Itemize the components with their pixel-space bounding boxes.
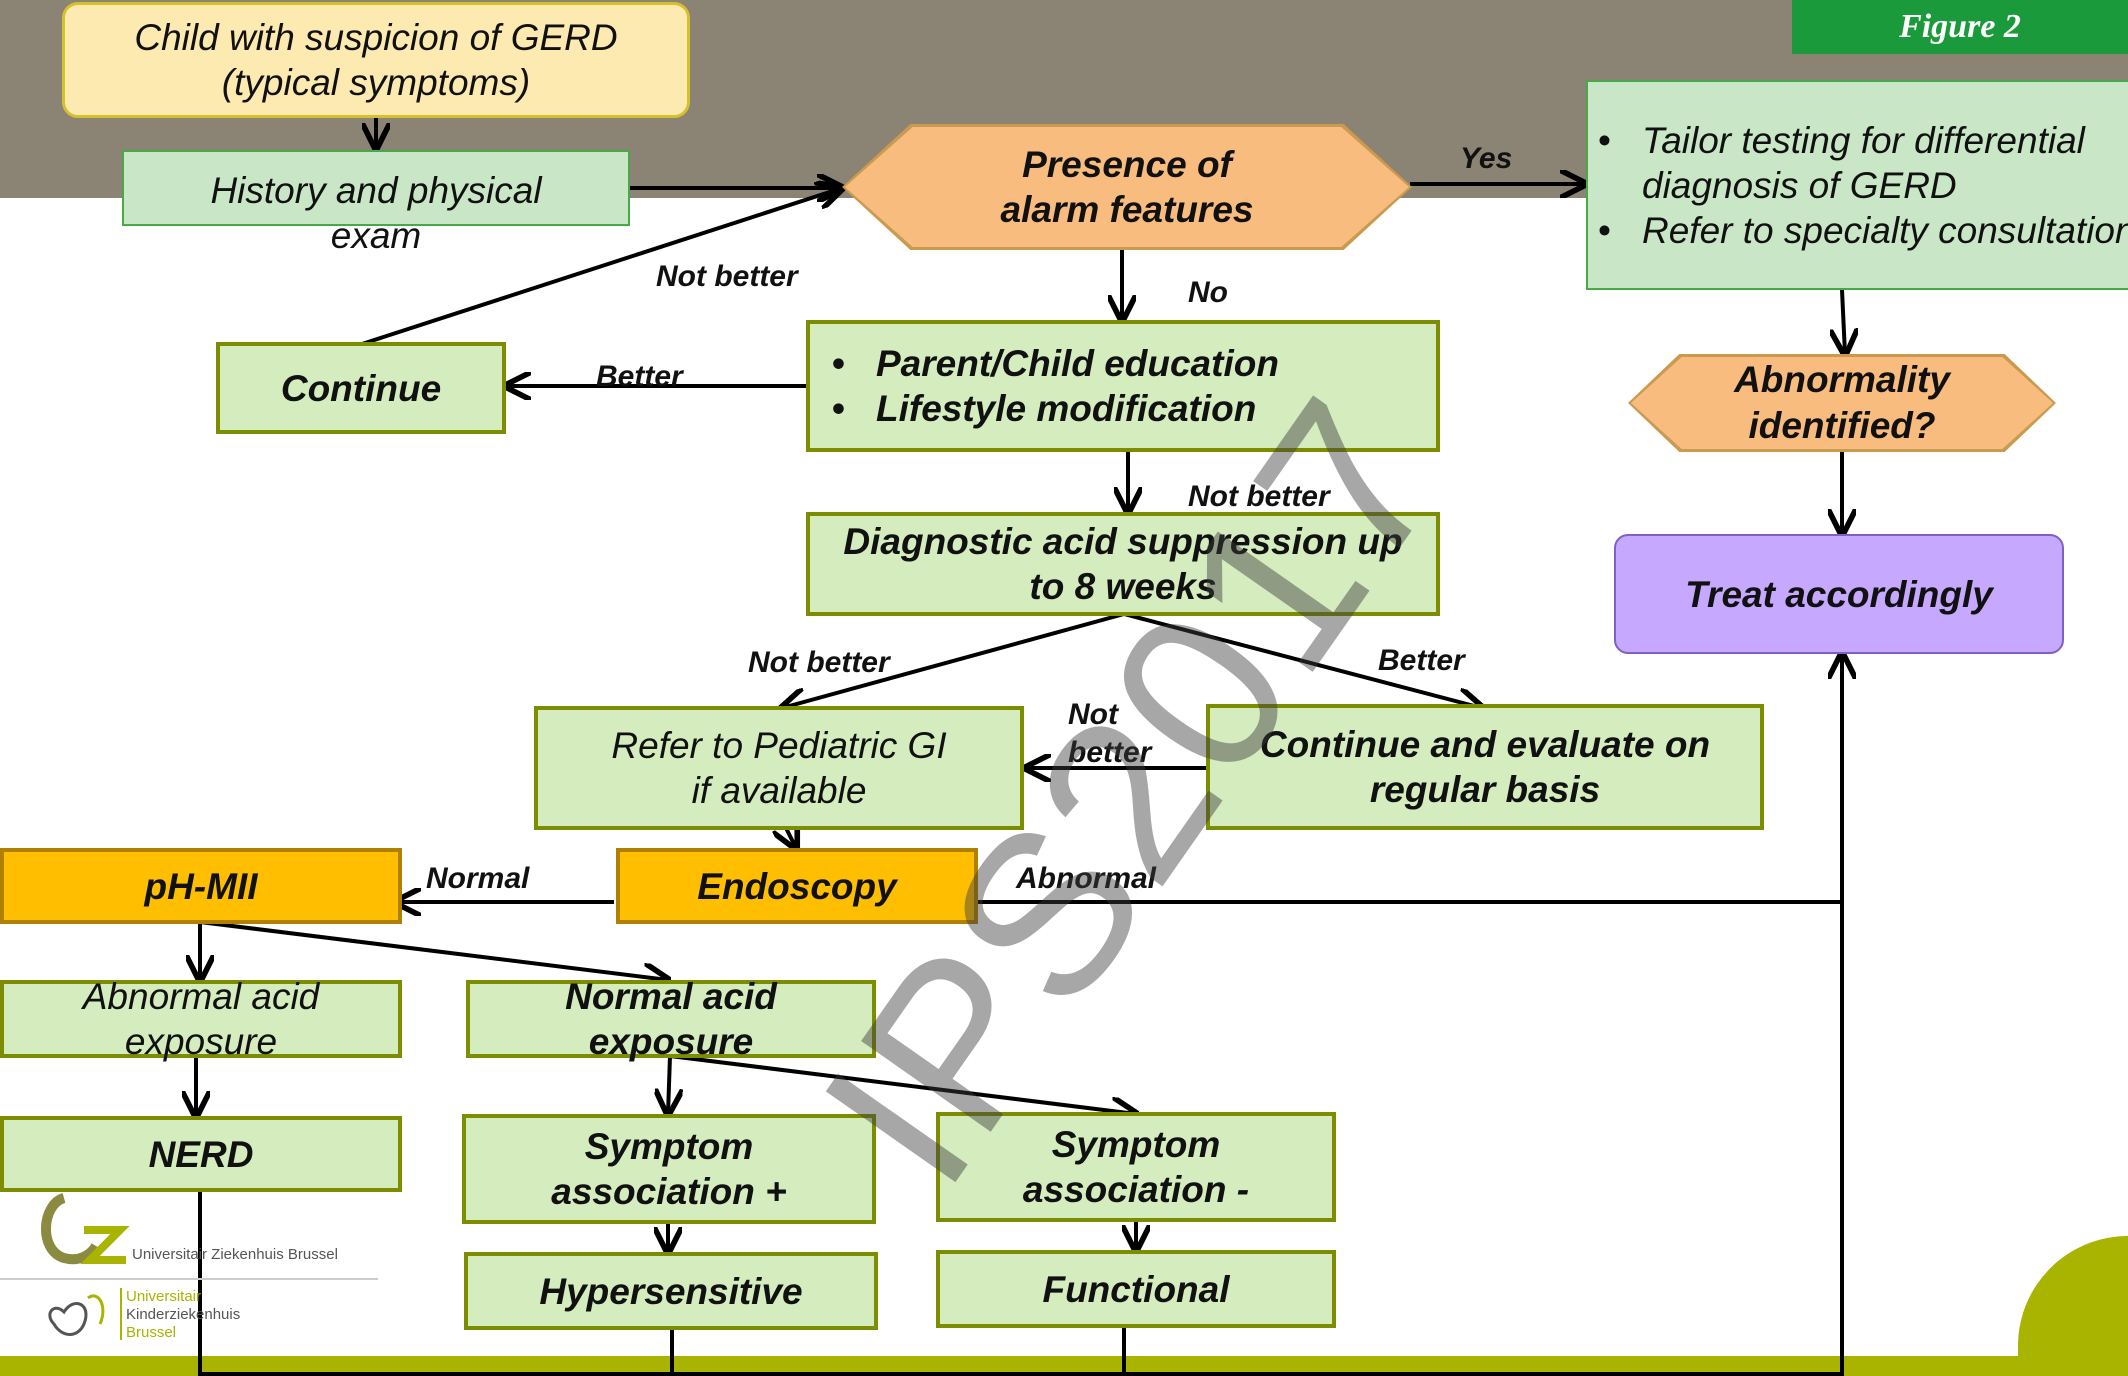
logo-divider bbox=[0, 1278, 378, 1280]
hypersensitive-text: Hypersensitive bbox=[539, 1270, 803, 1312]
figure-label: Figure 2 bbox=[1792, 0, 2128, 54]
label-no: No bbox=[1188, 276, 1228, 309]
label-normal: Normal bbox=[426, 862, 530, 895]
abnormal-acid-text: Abnormal acid exposure bbox=[82, 976, 320, 1062]
kinder-line-1: Universitair bbox=[126, 1288, 202, 1305]
education-item-2: Lifestyle modification bbox=[832, 386, 1279, 431]
edge-normal-sympos bbox=[668, 1055, 670, 1114]
refer-gi-node: Refer to Pediatric GI if available bbox=[534, 706, 1024, 830]
functional-text: Functional bbox=[1042, 1268, 1230, 1310]
nerd-node: NERD bbox=[0, 1116, 402, 1192]
hypersensitive-node: Hypersensitive bbox=[464, 1252, 878, 1330]
phmii-text: pH-MII bbox=[144, 865, 258, 907]
refer-gi-text: Refer to Pediatric GI if available bbox=[611, 725, 947, 811]
continue-node: Continue bbox=[216, 342, 506, 434]
functional-node: Functional bbox=[936, 1250, 1336, 1328]
tailor-item-1: Tailor testing for differential diagnosi… bbox=[1598, 118, 2128, 208]
kinder-line-2: Kinderziekenhuis bbox=[126, 1306, 241, 1323]
continue-evaluate-node: Continue and evaluate on regular basis bbox=[1206, 704, 1764, 830]
uz-logo-text: Universitair Ziekenhuis Brussel bbox=[132, 1246, 338, 1263]
label-better-1: Better bbox=[596, 360, 683, 393]
phmii-node: pH-MII bbox=[0, 848, 402, 924]
label-not-better-1: Not better bbox=[656, 260, 798, 293]
edge-normal-symneg bbox=[669, 1054, 1136, 1114]
education-item-1: Parent/Child education bbox=[832, 341, 1279, 386]
kinderziekenhuis-logo: Universitair Kinderziekenhuis Brussel bbox=[34, 1284, 374, 1344]
label-abnormal: Abnormal bbox=[1016, 862, 1157, 895]
symptom-positive-node: Symptom association + bbox=[462, 1114, 876, 1224]
education-node: Parent/Child education Lifestyle modific… bbox=[806, 320, 1440, 452]
label-not-better-2: Not better bbox=[1188, 480, 1330, 513]
footer-band bbox=[0, 1356, 2128, 1376]
abnormality-decision-node: Abnormality identified? bbox=[1628, 354, 2056, 452]
symptom-negative-node: Symptom association - bbox=[936, 1112, 1336, 1222]
tailor-node: Tailor testing for differential diagnosi… bbox=[1586, 80, 2128, 290]
endoscopy-text: Endoscopy bbox=[697, 865, 897, 907]
start-node: Child with suspicion of GERD (typical sy… bbox=[62, 2, 690, 118]
history-text: History and physical exam bbox=[210, 170, 542, 256]
abnormality-text: Abnormality identified? bbox=[1734, 359, 1950, 446]
kinder-line-3: Brussel bbox=[126, 1324, 177, 1341]
endoscopy-node: Endoscopy bbox=[616, 848, 978, 924]
normal-acid-node: Normal acid exposure bbox=[466, 976, 876, 1062]
symptom-positive-text: Symptom association + bbox=[551, 1126, 787, 1212]
uz-logo-icon bbox=[41, 1193, 130, 1265]
edge-refer-endoscopy bbox=[786, 828, 796, 848]
normal-acid-text: Normal acid exposure bbox=[565, 976, 777, 1062]
acid-suppression-text: Diagnostic acid suppression up to 8 week… bbox=[843, 521, 1403, 607]
label-not-better-3: Not better bbox=[748, 646, 890, 679]
edge-phmii-normal bbox=[199, 920, 668, 980]
edge-acid-continue-eval bbox=[1123, 612, 1482, 708]
acid-suppression-node: Diagnostic acid suppression up to 8 week… bbox=[806, 512, 1440, 616]
kinderziekenhuis-logo-icon bbox=[48, 1294, 105, 1336]
start-line1: Child with suspicion of GERD bbox=[134, 17, 618, 58]
label-better-2: Better bbox=[1378, 644, 1465, 677]
nerd-text: NERD bbox=[148, 1133, 254, 1175]
treat-text: Treat accordingly bbox=[1685, 573, 1993, 615]
uz-brussel-logo: Universitair Ziekenhuis Brussel bbox=[34, 1190, 374, 1270]
alarm-decision-node: Presence of alarm features bbox=[842, 124, 1412, 250]
history-node: History and physical exam bbox=[122, 150, 630, 256]
treat-node: Treat accordingly bbox=[1614, 534, 2064, 654]
abnormal-acid-node: Abnormal acid exposure bbox=[0, 976, 402, 1062]
start-line2: (typical symptoms) bbox=[221, 62, 531, 103]
label-yes: Yes bbox=[1460, 142, 1513, 175]
edge-tailor-abnormality bbox=[1842, 289, 1845, 354]
continue-evaluate-text: Continue and evaluate on regular basis bbox=[1259, 724, 1711, 810]
alarm-text: Presence of alarm features bbox=[1000, 144, 1254, 230]
label-not-better-4: Not better bbox=[1068, 698, 1152, 769]
symptom-negative-text: Symptom association - bbox=[1022, 1124, 1250, 1210]
tailor-item-2: Refer to specialty consultation bbox=[1598, 208, 2128, 253]
edge-acid-refer bbox=[782, 612, 1125, 708]
kinder-divider bbox=[120, 1288, 122, 1340]
continue-text: Continue bbox=[280, 367, 442, 409]
edge-continue-alarm bbox=[361, 188, 842, 346]
